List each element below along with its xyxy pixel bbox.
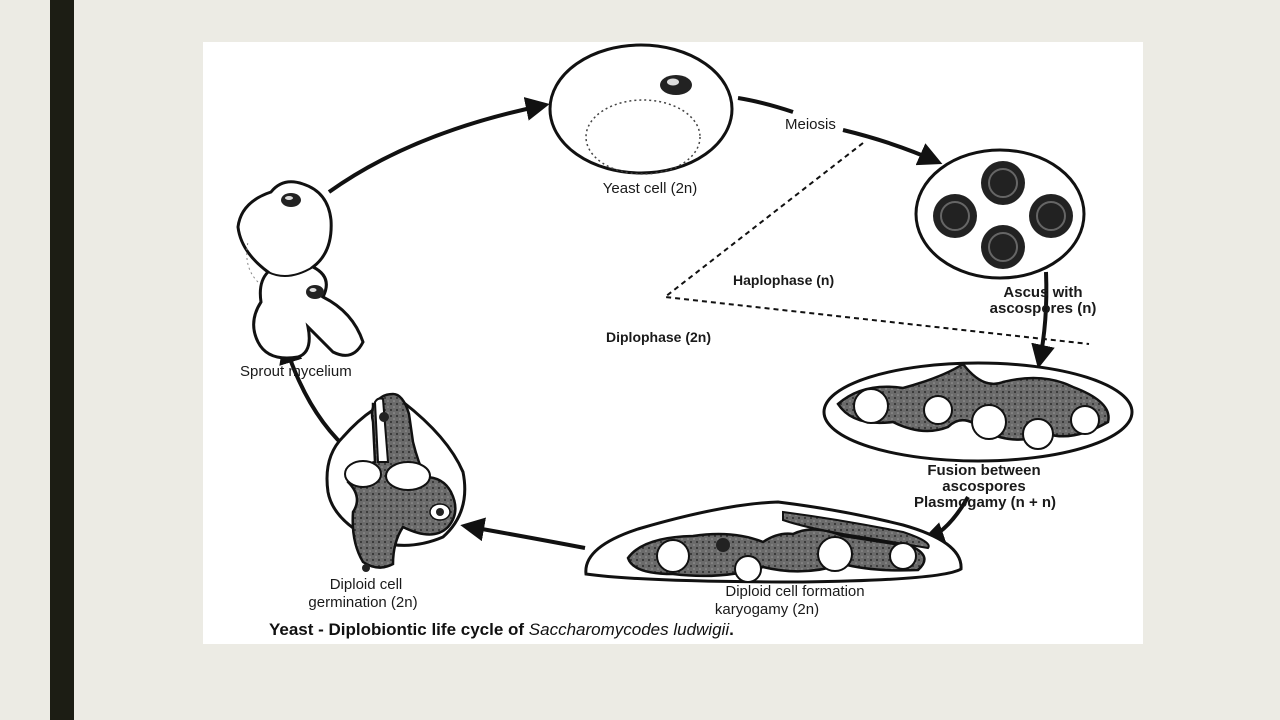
arrow-formation-to-germination: [460, 517, 586, 550]
label-germination-line1: Diploid cell: [329, 576, 403, 593]
label-diploid-formation-line1: Diploid cell formation: [725, 583, 865, 600]
arrow-ascus-to-fusion: [1031, 271, 1055, 369]
germination-drawing: [325, 392, 467, 572]
label-meiosis: Meiosis: [785, 116, 836, 133]
label-fusion-line1: Fusion between: [927, 462, 1041, 479]
caption-suffix: .: [729, 620, 734, 639]
phase-divider: [662, 142, 1090, 345]
label-fusion-line2: ascospores: [942, 478, 1026, 495]
label-fusion-line3: Plasmogamy (n + n): [913, 494, 1057, 511]
label-germination-line2: germination (2n): [308, 594, 418, 611]
figure-caption: Yeast - Diplobiontic life cycle of Sacch…: [269, 620, 734, 640]
ascus-drawing: [914, 148, 1086, 280]
label-ascus-line1: Ascus with: [1003, 284, 1083, 301]
caption-species: Saccharomycodes ludwigii: [528, 620, 730, 639]
label-diploid-formation-line2: karyogamy (2n): [714, 601, 820, 618]
slide-accent-bar: [50, 0, 74, 720]
arrow-yeast-to-meiosis: [737, 96, 794, 114]
label-ascus-line2: ascospores (n): [989, 300, 1097, 317]
yeast-cell-drawing: [548, 43, 734, 175]
caption-prefix: Yeast - Diplobiontic life cycle of: [269, 620, 529, 639]
label-diplophase: Diplophase (2n): [606, 329, 712, 345]
label-sprout-mycelium: Sprout mycelium: [240, 363, 352, 380]
arrow-sprout-to-yeast: [327, 97, 550, 194]
arrow-meiosis-to-ascus: [842, 128, 943, 166]
diploid-formation-drawing: [584, 500, 963, 584]
life-cycle-figure: Yeast cell (2n) Meiosis Ascus with ascos…: [203, 42, 1143, 644]
sprout-mycelium-drawing: [236, 180, 365, 360]
life-cycle-diagram: [236, 43, 1134, 584]
fusion-drawing: [822, 361, 1134, 463]
label-yeast-cell: Yeast cell (2n): [602, 180, 698, 197]
label-haplophase: Haplophase (n): [733, 272, 835, 288]
